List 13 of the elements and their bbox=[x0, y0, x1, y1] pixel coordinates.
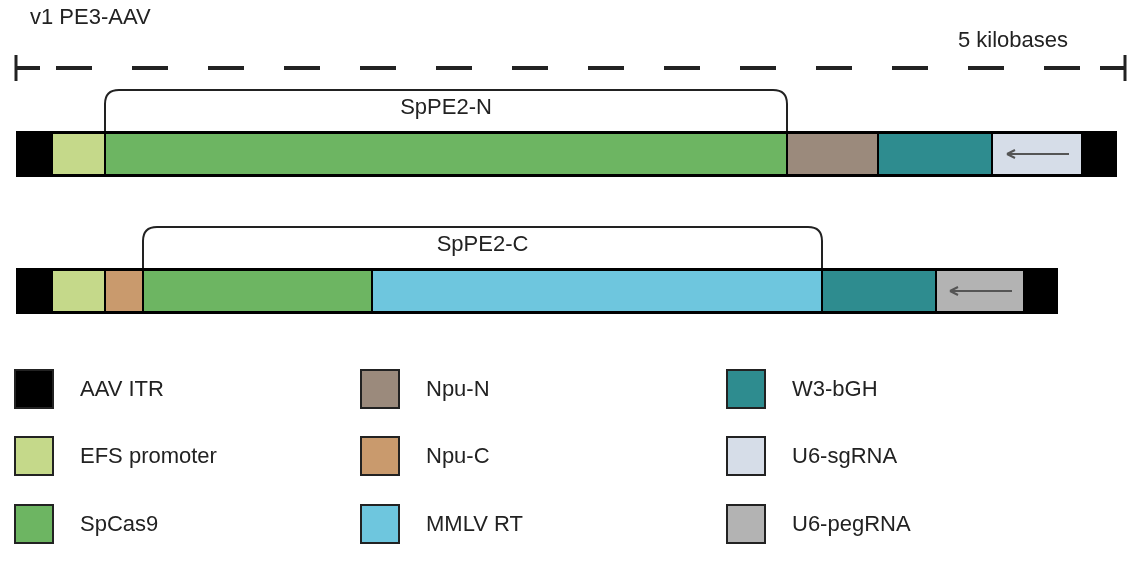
scale-label: 5 kilobases bbox=[958, 27, 1069, 53]
bracket-label: SpPE2-C bbox=[436, 231, 529, 257]
legend-label: W3-bGH bbox=[792, 376, 878, 402]
bracket-label: SpPE2-N bbox=[400, 94, 492, 120]
legend-label: MMLV RT bbox=[426, 511, 523, 537]
legend-label: Npu-N bbox=[426, 376, 490, 402]
legend-label: U6-pegRNA bbox=[792, 511, 911, 537]
diagram-title: v1 PE3-AAV bbox=[30, 4, 151, 30]
legend-label: Npu-C bbox=[426, 443, 490, 469]
legend-label: AAV ITR bbox=[80, 376, 164, 402]
legend-label: EFS promoter bbox=[80, 443, 217, 469]
legend-label: SpCas9 bbox=[80, 511, 159, 537]
legend-label: U6-sgRNA bbox=[792, 443, 898, 469]
